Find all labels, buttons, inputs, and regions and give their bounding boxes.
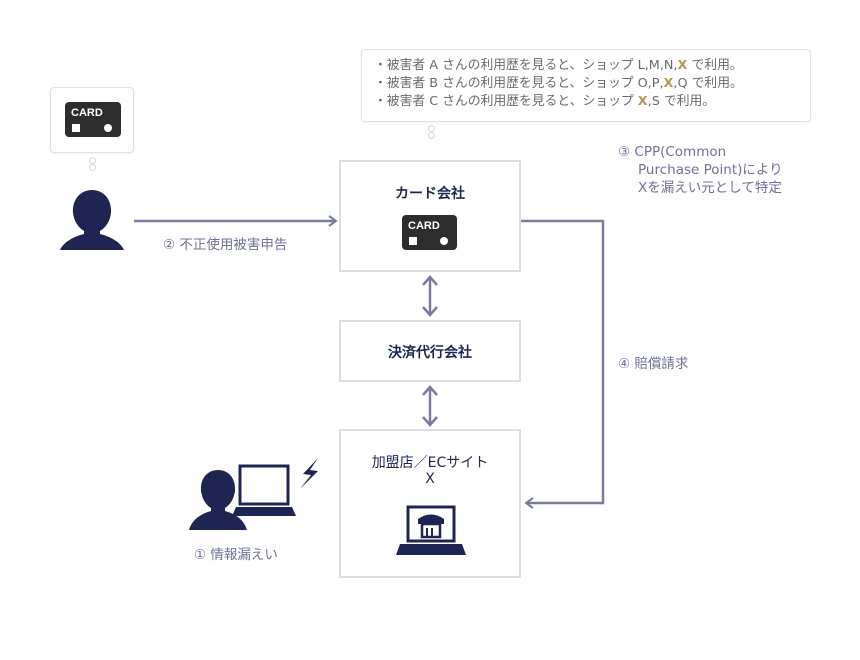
- victim-a-history: ・被害者 A さんの利用歴を見ると、ショップ L,M,N,X で利用。: [374, 58, 743, 73]
- card-chip: [409, 237, 417, 245]
- victim-b-history: ・被害者 B さんの利用歴を見ると、ショップ O,P,X,Q で利用。: [374, 76, 743, 91]
- card-dot: [104, 124, 112, 132]
- step3-line1: ③ CPP(Common: [618, 144, 727, 160]
- bubble-tail-dot: [89, 157, 96, 164]
- step2-label: ② 不正使用被害申告: [163, 237, 288, 253]
- victim-c-history: ・被害者 C さんの利用歴を見ると、ショップ X,S で利用。: [374, 94, 716, 109]
- card-label: CARD: [408, 220, 440, 232]
- bubble-tail-dot: [428, 132, 435, 139]
- card-company-node: カード会社 CARD: [339, 160, 521, 272]
- payment-agent-node: 決済代行会社: [339, 320, 521, 382]
- card-company-title: カード会社: [395, 186, 465, 202]
- card-label: CARD: [71, 107, 103, 119]
- merchant-title-line2: X: [425, 471, 435, 487]
- double-arrow-card-payment: [422, 275, 438, 317]
- step3-line2: Purchase Point)により: [638, 162, 783, 178]
- step3-line3: Xを漏えい元として特定: [638, 180, 782, 196]
- credit-card-icon: CARD: [402, 215, 457, 250]
- bubble-tail-dot: [89, 164, 96, 171]
- bubble-tail-dot: [428, 125, 435, 132]
- victim-card-bubble: CARD: [50, 87, 134, 153]
- merchant-node: 加盟店／ECサイト X: [339, 429, 521, 578]
- card-dot: [440, 237, 448, 245]
- laptop-store-icon: [396, 505, 466, 555]
- card-chip: [72, 124, 80, 132]
- merchant-title-line1: 加盟店／ECサイト: [371, 455, 489, 471]
- lightning-icon: [300, 458, 318, 489]
- cpp-analysis-bubble: ・被害者 A さんの利用歴を見ると、ショップ L,M,N,X で利用。 ・被害者…: [361, 49, 811, 122]
- payment-agent-title: 決済代行会社: [388, 345, 472, 361]
- step4-label: ④ 賠償請求: [618, 356, 689, 372]
- arrow-claim-to-merchant: [521, 219, 605, 509]
- double-arrow-payment-merchant: [422, 385, 438, 427]
- step1-label: ① 情報漏えい: [194, 547, 278, 563]
- step3-label: ③ CPP(Common Purchase Point)により Xを漏えい元とし…: [618, 143, 783, 197]
- credit-card-icon: CARD: [65, 102, 121, 137]
